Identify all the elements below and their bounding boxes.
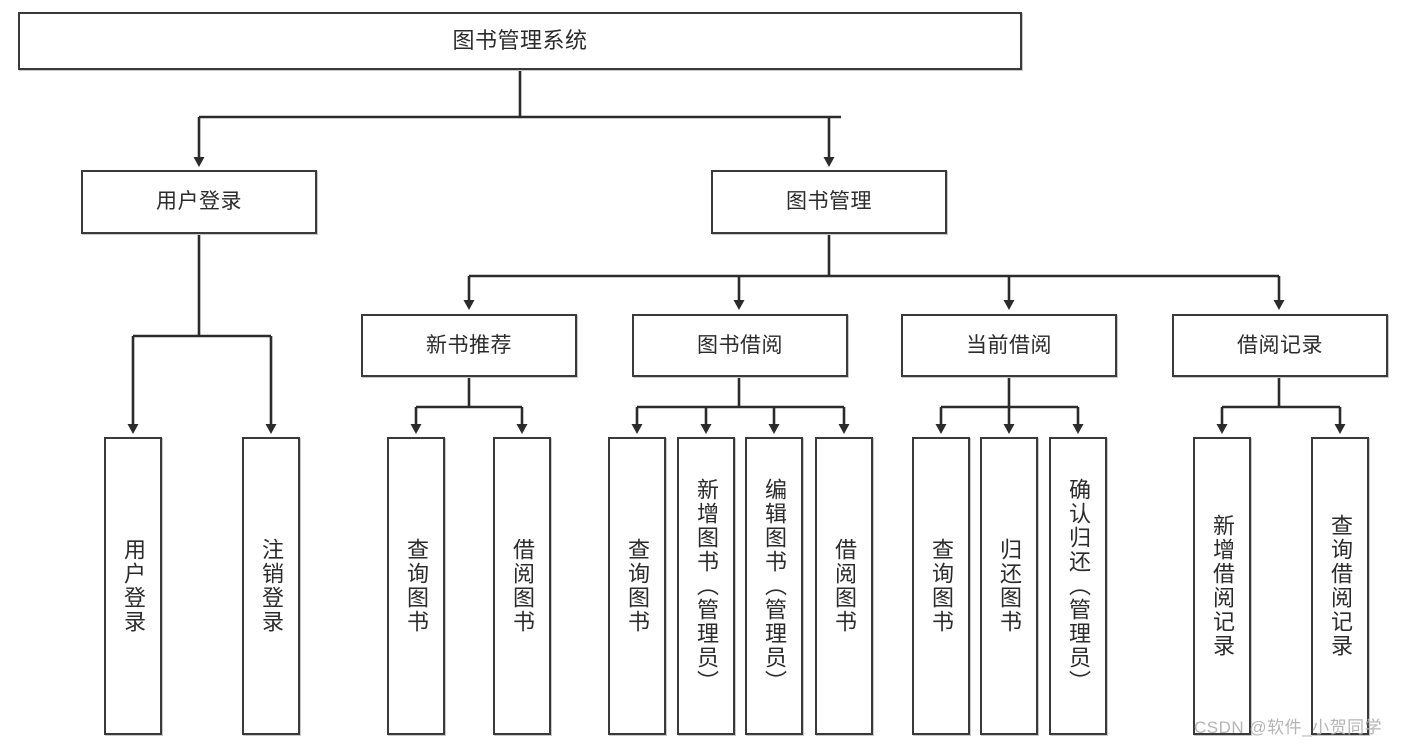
node-book-borrow[interactable]: 图书借阅	[632, 314, 848, 377]
node-borrow-record-label: 借阅记录	[1237, 333, 1323, 357]
watermark: CSDN @软件_小贺同学	[1194, 718, 1383, 737]
node-current-borrow[interactable]: 当前借阅	[901, 314, 1117, 377]
leaf-add-record[interactable]: 新增借阅记录	[1193, 437, 1251, 735]
leaf-return-book[interactable]: 归还图书	[980, 437, 1038, 735]
leaf-user-login[interactable]: 用户登录	[104, 437, 162, 735]
leaf-confirm-return[interactable]: 确认归还（管理员）	[1049, 437, 1107, 735]
leaf-return-book-label: 归还图书	[997, 538, 1022, 634]
leaf-logout-login[interactable]: 注销登录	[242, 437, 300, 735]
leaf-user-login-label: 用户登录	[121, 538, 146, 634]
node-new-book-recommend[interactable]: 新书推荐	[361, 314, 577, 377]
leaf-borrow-book-1[interactable]: 借阅图书	[493, 437, 551, 735]
leaf-query-book-2[interactable]: 查询图书	[608, 437, 666, 735]
node-book-management[interactable]: 图书管理	[711, 170, 947, 234]
leaf-add-book-label: 新增图书（管理员）	[694, 478, 719, 694]
leaf-confirm-return-label: 确认归还（管理员）	[1066, 478, 1091, 694]
node-book-management-label: 图书管理	[786, 190, 872, 214]
leaf-query-book-1-label: 查询图书	[404, 538, 429, 634]
leaf-query-record-label: 查询借阅记录	[1328, 514, 1353, 658]
leaf-add-book[interactable]: 新增图书（管理员）	[677, 437, 735, 735]
leaf-query-book-3-label: 查询图书	[929, 538, 954, 634]
leaf-borrow-book-2-label: 借阅图书	[832, 538, 857, 634]
leaf-query-book-2-label: 查询图书	[625, 538, 650, 634]
leaf-add-record-label: 新增借阅记录	[1210, 514, 1235, 658]
node-current-borrow-label: 当前借阅	[966, 333, 1052, 357]
node-user-login[interactable]: 用户登录	[81, 170, 317, 234]
node-book-borrow-label: 图书借阅	[697, 333, 783, 357]
node-root-label: 图书管理系统	[452, 27, 588, 53]
node-new-book-recommend-label: 新书推荐	[426, 333, 512, 357]
leaf-query-book-1[interactable]: 查询图书	[387, 437, 445, 735]
leaf-edit-book[interactable]: 编辑图书（管理员）	[745, 437, 803, 735]
leaf-logout-login-label: 注销登录	[259, 538, 284, 634]
node-root[interactable]: 图书管理系统	[18, 12, 1022, 70]
leaf-borrow-book-2[interactable]: 借阅图书	[815, 437, 873, 735]
leaf-query-record[interactable]: 查询借阅记录	[1311, 437, 1369, 735]
leaf-borrow-book-1-label: 借阅图书	[510, 538, 535, 634]
leaf-query-book-3[interactable]: 查询图书	[912, 437, 970, 735]
node-user-login-label: 用户登录	[156, 190, 242, 214]
node-borrow-record[interactable]: 借阅记录	[1172, 314, 1388, 377]
leaf-edit-book-label: 编辑图书（管理员）	[762, 478, 787, 694]
